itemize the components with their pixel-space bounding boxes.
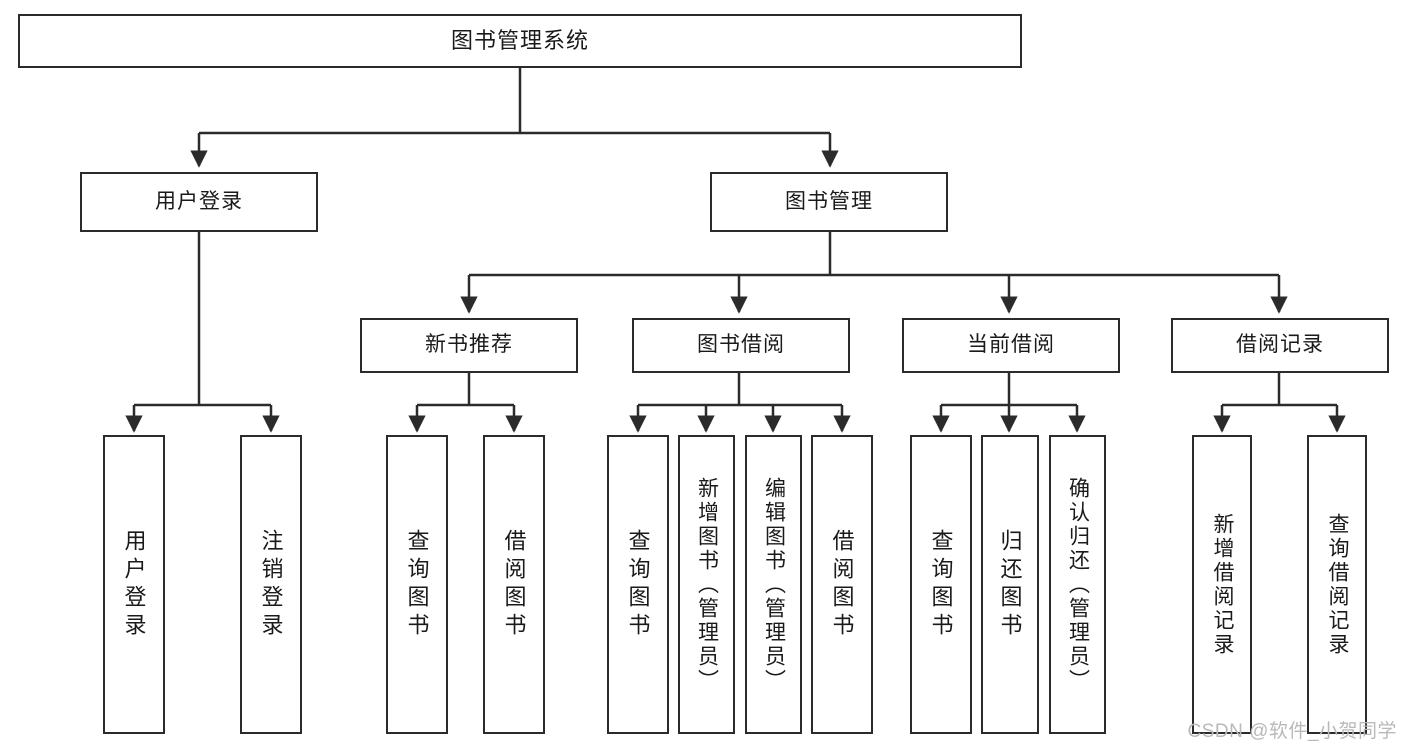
leaf-return-book-label: 归还图书 (997, 528, 1023, 641)
leaf-query-record[interactable]: 查询借阅记录 (1307, 435, 1367, 734)
leaf-confirm-return[interactable]: 确认归还（管理员） (1049, 435, 1106, 734)
leaf-return-book[interactable]: 归还图书 (981, 435, 1039, 734)
node-new-book-recommend[interactable]: 新书推荐 (360, 318, 578, 373)
leaf-add-record[interactable]: 新增借阅记录 (1192, 435, 1252, 734)
leaf-borrow-book-1[interactable]: 借阅图书 (483, 435, 545, 734)
leaf-query-book-1-label: 查询图书 (404, 528, 430, 641)
leaf-add-record-label: 新增借阅记录 (1211, 512, 1235, 657)
csdn-watermark: CSDN @软件_小贺同学 (1187, 721, 1397, 742)
leaf-user-login-label: 用户登录 (121, 528, 147, 641)
node-current-borrow-label: 当前借阅 (967, 333, 1055, 357)
node-book-borrow[interactable]: 图书借阅 (632, 318, 850, 373)
node-user-login-label: 用户登录 (155, 189, 243, 213)
node-user-login[interactable]: 用户登录 (80, 172, 318, 232)
leaf-query-book-3-label: 查询图书 (928, 528, 954, 641)
leaf-add-book[interactable]: 新增图书（管理员） (678, 435, 735, 734)
leaf-user-logout[interactable]: 注销登录 (240, 435, 302, 734)
leaf-edit-book[interactable]: 编辑图书（管理员） (745, 435, 802, 734)
leaf-query-record-label: 查询借阅记录 (1326, 512, 1350, 657)
node-book-manage[interactable]: 图书管理 (710, 172, 948, 232)
leaf-borrow-book-1-label: 借阅图书 (501, 528, 527, 641)
leaf-add-book-label: 新增图书（管理员） (695, 476, 719, 693)
leaf-query-book-2[interactable]: 查询图书 (607, 435, 669, 734)
leaf-query-book-1[interactable]: 查询图书 (386, 435, 448, 734)
leaf-user-logout-label: 注销登录 (258, 528, 284, 641)
node-book-borrow-label: 图书借阅 (697, 333, 785, 357)
node-current-borrow[interactable]: 当前借阅 (902, 318, 1120, 373)
leaf-query-book-2-label: 查询图书 (625, 528, 651, 641)
node-borrow-record-label: 借阅记录 (1236, 333, 1324, 357)
node-book-manage-label: 图书管理 (785, 189, 873, 213)
node-root-label: 图书管理系统 (450, 28, 589, 54)
node-borrow-record[interactable]: 借阅记录 (1171, 318, 1389, 373)
leaf-user-login[interactable]: 用户登录 (103, 435, 165, 734)
leaf-query-book-3[interactable]: 查询图书 (910, 435, 972, 734)
node-root[interactable]: 图书管理系统 (18, 14, 1022, 68)
leaf-confirm-return-label: 确认归还（管理员） (1066, 476, 1090, 693)
leaf-borrow-book-2-label: 借阅图书 (829, 528, 855, 641)
leaf-edit-book-label: 编辑图书（管理员） (762, 476, 786, 693)
leaf-borrow-book-2[interactable]: 借阅图书 (811, 435, 873, 734)
node-new-book-recommend-label: 新书推荐 (425, 333, 513, 357)
